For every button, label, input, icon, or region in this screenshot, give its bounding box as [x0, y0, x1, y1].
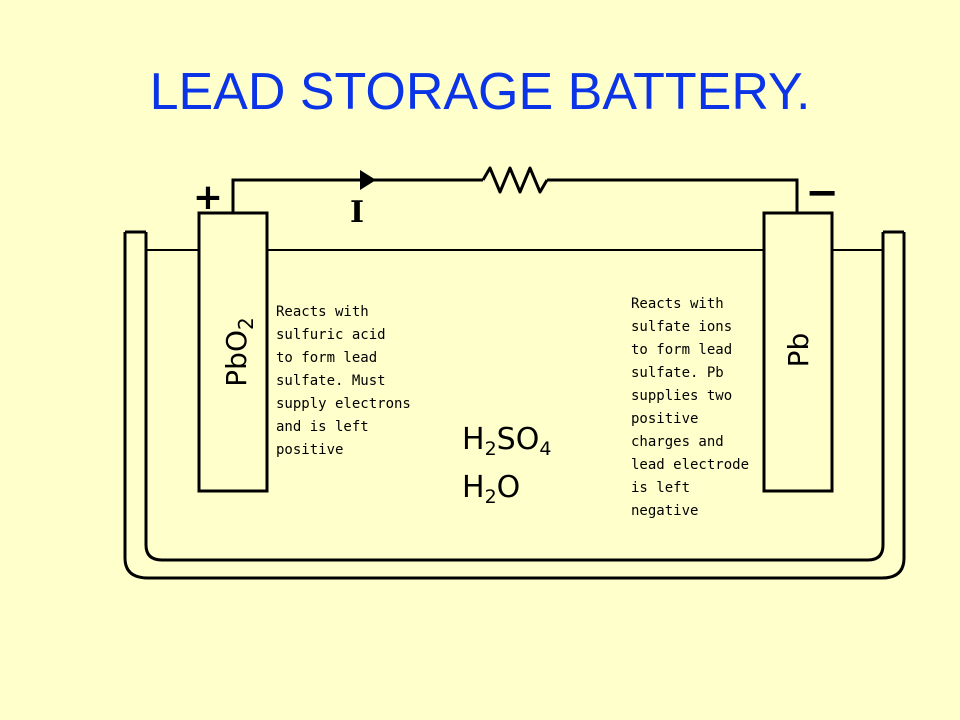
cathode-note-line: to form lead: [631, 342, 732, 358]
anode-note-line: and is left: [276, 419, 369, 435]
electrolyte-acid-formula: H2SO4: [462, 422, 551, 460]
anode-note-line: sulfate. Must: [276, 373, 386, 389]
water-o: O: [497, 470, 521, 505]
water-h: H: [462, 470, 485, 505]
anode-electrode: [197, 211, 269, 493]
slide-title: LEAD STORAGE BATTERY.: [149, 63, 811, 121]
positive-terminal-label: +: [193, 177, 223, 218]
acid-h-subscript: 2: [485, 438, 497, 460]
anode-formula: PbO2: [220, 317, 258, 386]
anode-note-line: positive: [276, 442, 343, 458]
cathode-note-line: Reacts with: [631, 296, 724, 312]
cathode-note-line: supplies two: [631, 388, 732, 404]
acid-so-subscript: 4: [539, 438, 551, 460]
current-label: I: [350, 195, 364, 230]
acid-h: H: [462, 422, 485, 457]
battery-case-inner: [144, 232, 885, 562]
acid-so: SO: [497, 422, 540, 457]
electrolyte-water-formula: H2O: [462, 470, 520, 508]
anode-note-line: to form lead: [276, 350, 377, 366]
water-h-subscript: 2: [485, 486, 497, 508]
circuit-wire-left: [231, 178, 483, 213]
cathode-note-line: is left: [631, 480, 690, 496]
anode-note-line: Reacts with: [276, 304, 369, 320]
cathode-electrode: [762, 211, 834, 493]
cathode-note-line: lead electrode: [631, 457, 749, 473]
battery-case-outer: [123, 232, 906, 580]
cathode-note-line: charges and: [631, 434, 724, 450]
cathode-note-line: positive: [631, 411, 698, 427]
cathode-note-line: sulfate. Pb: [631, 365, 724, 381]
anode-note-line: supply electrons: [276, 396, 411, 412]
cathode-formula: Pb: [782, 333, 815, 368]
anode-formula-main: PbO: [220, 330, 253, 387]
cathode-note-line: sulfate ions: [631, 319, 732, 335]
circuit-wire-right: [547, 178, 799, 213]
negative-terminal-label: −: [805, 170, 839, 216]
current-arrow-head: [360, 170, 376, 190]
cathode-note-line: negative: [631, 503, 698, 519]
anode-note: Reacts with sulfuric acid to form lead s…: [276, 304, 411, 458]
resistor: [481, 166, 549, 194]
anode-formula-subscript: 2: [234, 317, 258, 330]
anode-note-line: sulfuric acid: [276, 327, 386, 343]
cathode-note: Reacts with sulfate ions to form lead su…: [631, 296, 749, 519]
